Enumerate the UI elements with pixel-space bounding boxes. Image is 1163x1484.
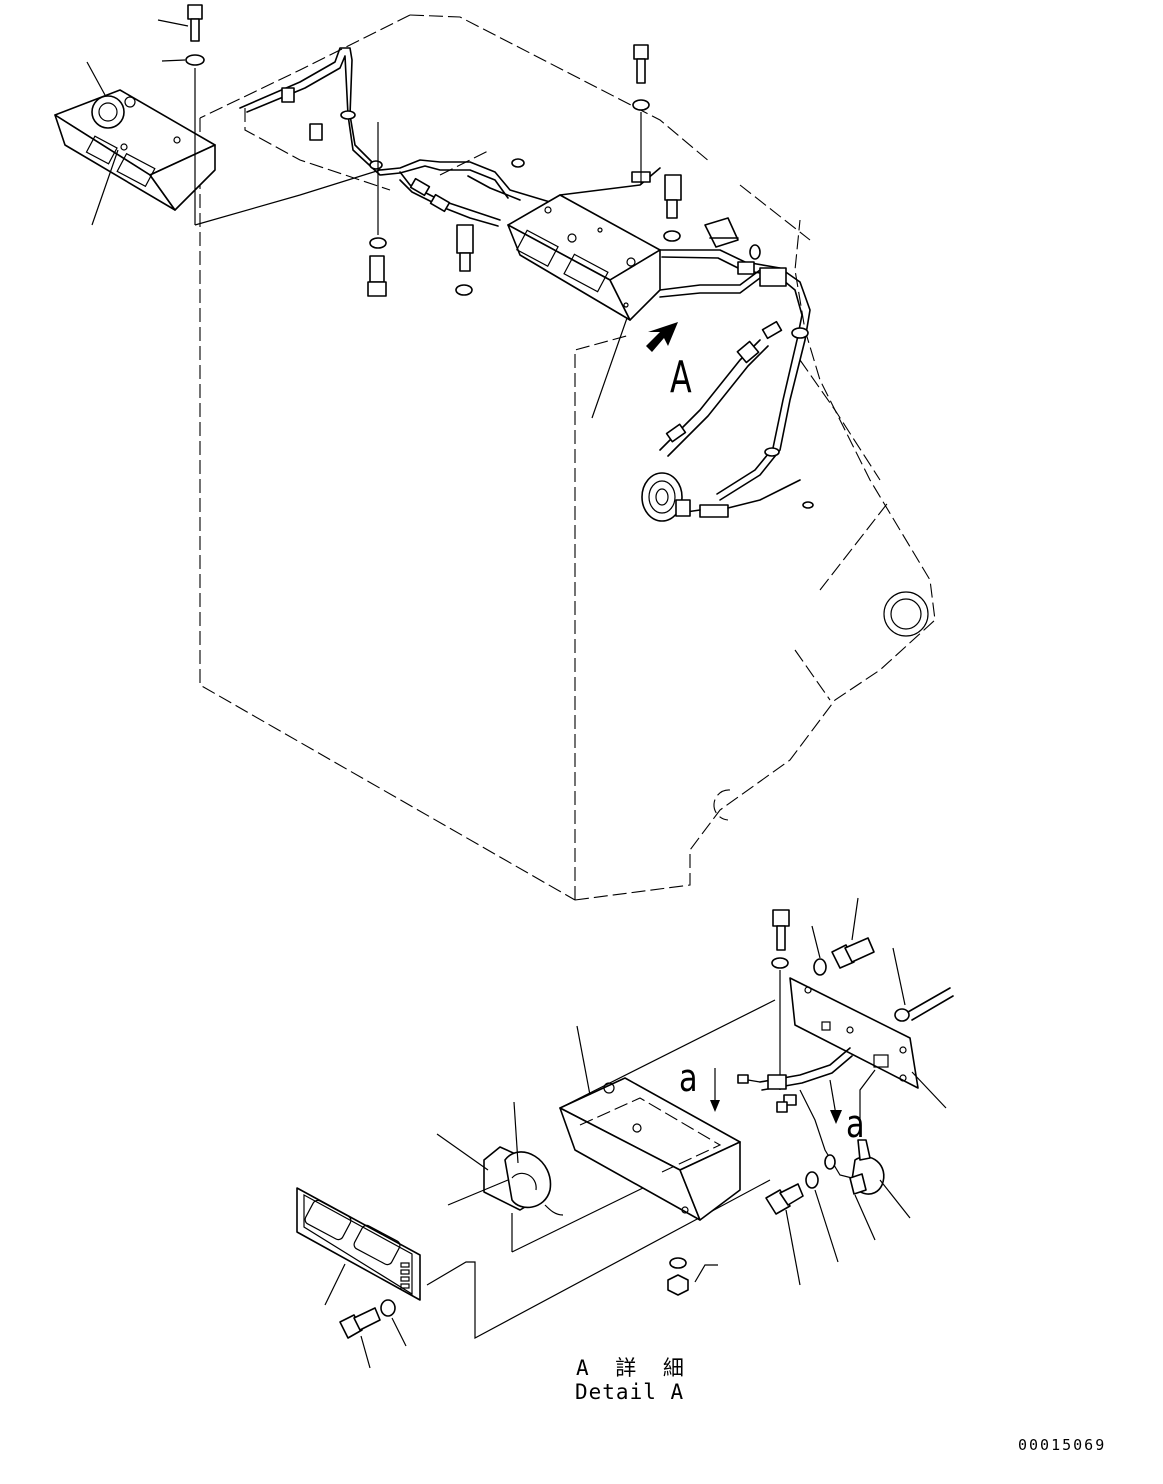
speaker-grille-plate (296, 1187, 421, 1301)
upper-fasteners (367, 44, 761, 297)
detail-a (296, 897, 954, 1369)
detail-title-english: Detail A (575, 1380, 685, 1404)
mounting-bracket (789, 977, 919, 1089)
drawing-number: 00015069 (1018, 1436, 1107, 1454)
section-a-label-2: a (846, 1102, 865, 1146)
view-a-label: A (670, 352, 692, 403)
upper-cover-assembly (507, 194, 678, 419)
wire-harness (239, 47, 814, 518)
horn (641, 472, 691, 522)
section-a-label-1: a (679, 1056, 698, 1100)
detail-title-japanese: A 詳 細 (576, 1356, 691, 1380)
left-cover-assembly (54, 4, 381, 226)
cab-outline (199, 14, 936, 901)
view-a-arrow (646, 322, 678, 352)
